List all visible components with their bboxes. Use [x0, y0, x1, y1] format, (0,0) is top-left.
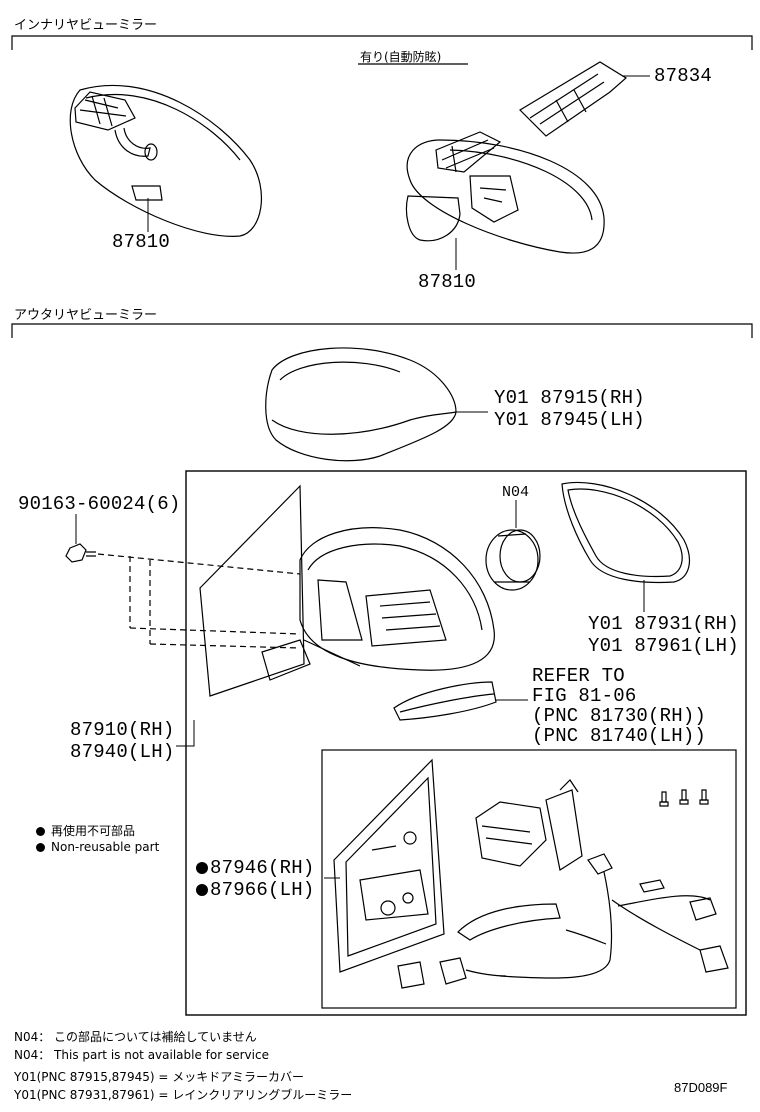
glass-lh-label: Y01 87961(LH) — [588, 635, 739, 657]
refer-line-2: FIG 81-06 — [532, 685, 637, 707]
wire-harness-drawing — [499, 853, 729, 979]
footnote-2: N04： This part is not available for serv… — [14, 1048, 269, 1062]
refer-line-4: (PNC 81740(LH)) — [532, 725, 707, 747]
outer-assembly-box — [185, 470, 747, 1016]
part-87834-label: 87834 — [654, 65, 713, 87]
n04-label: N04 — [502, 484, 530, 501]
inner-rh-label: 87946(RH) — [196, 858, 314, 879]
cover-lh-label: Y01 87945(LH) — [494, 409, 645, 431]
inner-mirror-right-drawing — [405, 61, 628, 254]
bolt-drawing — [65, 543, 96, 563]
mirror-assy-drawing — [199, 484, 495, 697]
non-reusable-dot-icon — [196, 861, 208, 874]
footnote-4: Y01(PNC 87931,87961) = レインクリアリングブルーミラー — [14, 1088, 353, 1102]
outer-section-bracket — [11, 323, 753, 338]
cover-rh-label: Y01 87915(RH) — [494, 387, 645, 409]
legend-en: Non-reusable part — [36, 840, 159, 854]
bolt-part-label: 90163-60024(6) — [18, 493, 181, 515]
assy-lh-label: 87940(LH) — [70, 741, 175, 763]
glass-rh-label: Y01 87931(RH) — [588, 613, 739, 635]
inner-section-bracket — [11, 35, 753, 50]
inner-variant-label: 有り(自動防眩) — [360, 50, 442, 64]
actuator-drawing — [485, 529, 541, 591]
inner-lh-label: 87966(LH) — [196, 880, 314, 901]
legend-dot-icon — [36, 827, 45, 836]
figure-code: 87D089F — [674, 1080, 728, 1095]
bolt-dashed-leaders — [97, 553, 301, 649]
non-reusable-dot-icon — [196, 883, 208, 896]
legend-dot-icon — [36, 843, 45, 852]
inner-parts-box — [321, 749, 737, 1009]
outer-section-title: アウタリヤビューミラー — [14, 308, 158, 323]
motor-drawing — [475, 779, 583, 871]
inner-mirror-left-drawing — [69, 84, 262, 237]
mirror-cover-drawing — [265, 347, 457, 462]
mirror-glass-drawing — [561, 481, 691, 584]
inner-section-title: インナリヤビューミラー — [14, 18, 158, 33]
connector-drawing — [397, 957, 507, 989]
turn-lamp-drawing — [393, 681, 497, 721]
part-87810-left-label: 87810 — [112, 231, 171, 253]
refer-line-1: REFER TO — [532, 665, 625, 687]
footnote-1: N04： この部品については補給していません — [14, 1030, 257, 1044]
screws-drawing — [659, 789, 709, 807]
assy-rh-label: 87910(RH) — [70, 719, 175, 741]
footnote-3: Y01(PNC 87915,87945) = メッキドアミラーカバー — [14, 1070, 304, 1084]
refer-line-3: (PNC 81730(RH)) — [532, 705, 707, 727]
bracket-drawing — [457, 903, 561, 941]
part-87810-right-label: 87810 — [418, 271, 477, 293]
leader-assy — [176, 720, 195, 747]
legend-jp: 再使用不可部品 — [36, 822, 135, 839]
mirror-base-drawing — [333, 758, 445, 973]
